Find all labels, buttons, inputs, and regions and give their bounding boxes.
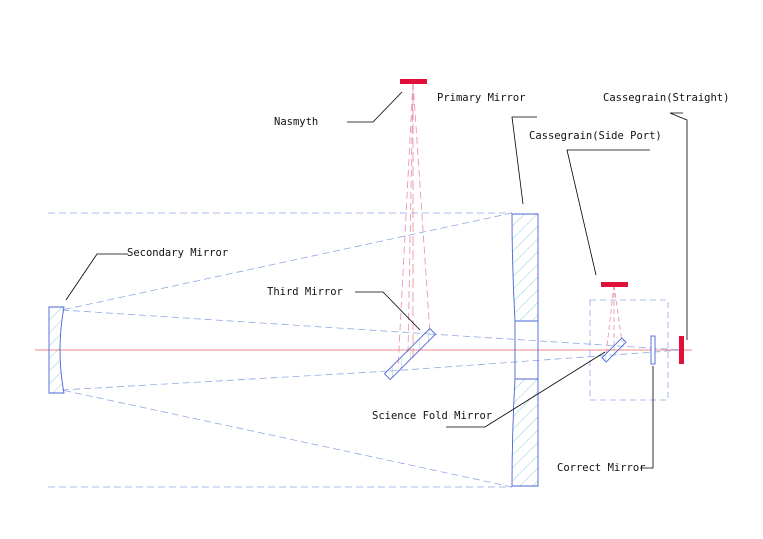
third-mirror bbox=[383, 327, 437, 381]
nasmyth-focal-plane bbox=[400, 79, 427, 84]
side-port-focal-plane bbox=[601, 282, 628, 287]
label-science-fold-mirror: Science Fold Mirror bbox=[372, 410, 492, 422]
science-fold-mirror bbox=[601, 337, 627, 363]
secondary-mirror bbox=[48, 306, 65, 394]
label-third-mirror: Third Mirror bbox=[267, 286, 343, 298]
side-port-beam bbox=[605, 284, 623, 356]
label-cassegrain-side-port: Cassegrain(Side Port) bbox=[529, 130, 662, 142]
nasmyth-beam bbox=[397, 81, 431, 369]
label-nasmyth: Nasmyth bbox=[274, 116, 318, 128]
side-port-housing bbox=[589, 299, 669, 401]
leader-lines bbox=[65, 91, 688, 469]
straight-focal-plane bbox=[679, 336, 684, 364]
secondary-to-focus-rays bbox=[61, 309, 683, 391]
label-primary-mirror: Primary Mirror bbox=[437, 92, 526, 104]
label-secondary-mirror: Secondary Mirror bbox=[127, 247, 228, 259]
correct-mirror bbox=[650, 335, 656, 365]
label-correct-mirror: Correct Mirror bbox=[557, 462, 646, 474]
incoming-beam bbox=[48, 212, 512, 488]
label-cassegrain-straight: Cassegrain(Straight) bbox=[603, 92, 729, 104]
